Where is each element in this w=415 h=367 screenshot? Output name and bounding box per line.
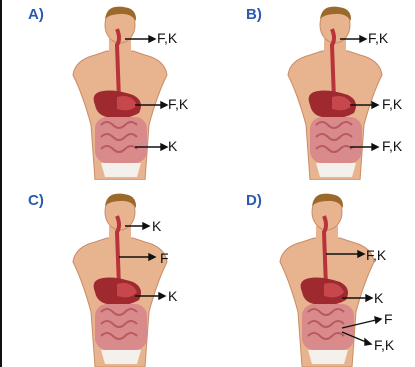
option-a-letter: A) [28,6,44,23]
callout-a-1: F,K [157,30,177,46]
callout-c-1: K [152,218,161,234]
callout-d-1: F,K [366,247,386,263]
option-c-figure [55,192,185,367]
callout-b-1: F,K [368,30,388,46]
callout-c-3: K [168,288,177,304]
callout-d-4: F,K [374,337,394,353]
option-d-letter: D) [246,192,262,209]
callout-b-2: F,K [382,96,402,112]
left-border [0,0,2,367]
callout-a-3: K [168,138,177,154]
digestive-system-illustration [262,192,392,367]
digestive-system-illustration [55,192,185,367]
callout-d-2: K [374,290,383,306]
callout-c-2: F [160,250,169,266]
callout-a-2: F,K [168,96,188,112]
option-b-letter: B) [246,6,262,23]
option-c-letter: C) [28,192,44,209]
option-d-figure [262,192,392,367]
callout-d-3: F [384,311,393,327]
callout-b-3: F,K [382,138,402,154]
